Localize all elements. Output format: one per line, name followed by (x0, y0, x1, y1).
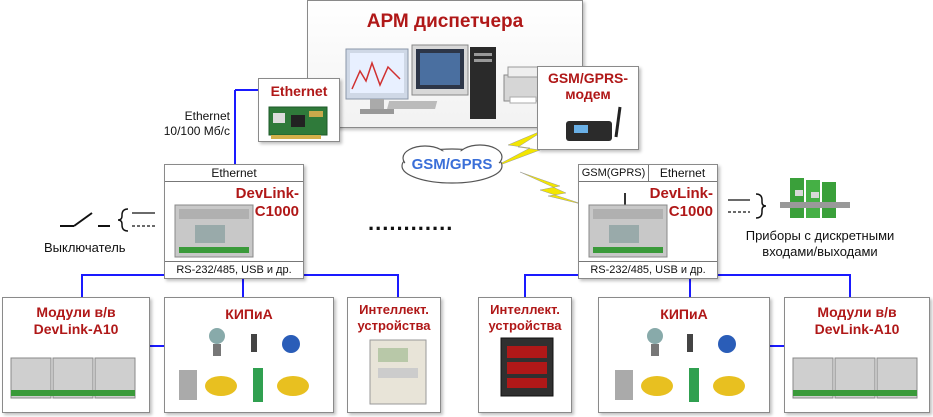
workstation-picture (345, 44, 543, 119)
right-controller-device-picture (588, 193, 668, 258)
discrete-devices-picture (780, 178, 850, 218)
gsm-modem-box: GSM/GPRS- модем (537, 66, 639, 150)
right-controller-header-left: GSM(GPRS) (579, 165, 649, 182)
network-card-picture (268, 106, 328, 139)
switch-symbol (60, 208, 155, 232)
gsm-cloud-label: GSM/GPRS (411, 156, 493, 173)
modules-right-title: Модули в/в DevLink-A10 (814, 304, 900, 337)
lightning-bolt-lower (519, 171, 586, 206)
kipia-right-title: КИПиА (660, 306, 708, 322)
kipia-left-box: КИПиА (164, 297, 334, 413)
io-modules-picture (10, 357, 136, 399)
discrete-devices-label: Приборы с дискретными входами/выходами (745, 228, 895, 259)
kipia-right-box: КИПиА (598, 297, 770, 413)
io-modules-right-picture (792, 357, 918, 399)
intel-left-box: Интеллект. устройства (347, 297, 441, 413)
intel-left-title: Интеллект. устройства (357, 302, 431, 333)
left-controller-name: DevLink- C1000 (235, 185, 299, 220)
gsm-cloud-shape (401, 144, 503, 184)
modules-left-box: Модули в/в DevLink-A10 (2, 297, 150, 413)
intel-right-title: Интеллект. устройства (488, 302, 562, 333)
right-controller-name: DevLink- C1000 (649, 185, 713, 220)
ethernet-link-label: Ethernet 10/100 Мб/с (163, 109, 230, 138)
intel-device-left-picture (369, 339, 427, 405)
left-controller-device-picture (174, 204, 254, 258)
modules-right-box: Модули в/в DevLink-A10 (784, 297, 930, 413)
switch-label: Выключатель (44, 240, 126, 255)
kipia-left-picture (179, 328, 309, 402)
right-controller-box: GSM(GPRS) Ethernet DevLink- C1000 RS-232… (578, 164, 718, 279)
left-controller-footer: RS-232/485, USB и др. (165, 261, 303, 278)
kipia-left-title: КИПиА (225, 306, 273, 322)
left-controller-header: Ethernet (165, 165, 303, 182)
intel-device-right-picture (500, 337, 554, 397)
right-controller-footer: RS-232/485, USB и др. (579, 261, 717, 278)
ellipsis-separator: ............ (368, 210, 454, 235)
arm-title: АРМ диспетчера (366, 11, 524, 32)
intel-right-box: Интеллект. устройства (478, 297, 572, 413)
kipia-right-picture (615, 328, 745, 402)
gsm-modem-picture (566, 106, 622, 141)
ethernet-card-box: Ethernet (258, 78, 340, 142)
discrete-bracket-symbol (728, 193, 767, 219)
modules-left-title: Модули в/в DevLink-A10 (33, 304, 119, 337)
ethernet-card-title: Ethernet (270, 83, 328, 99)
left-controller-box: Ethernet DevLink- C1000 RS-232/485, USB … (164, 164, 304, 279)
right-controller-header-right: Ethernet (648, 165, 717, 182)
gsm-modem-title: GSM/GPRS- модем (547, 70, 629, 102)
